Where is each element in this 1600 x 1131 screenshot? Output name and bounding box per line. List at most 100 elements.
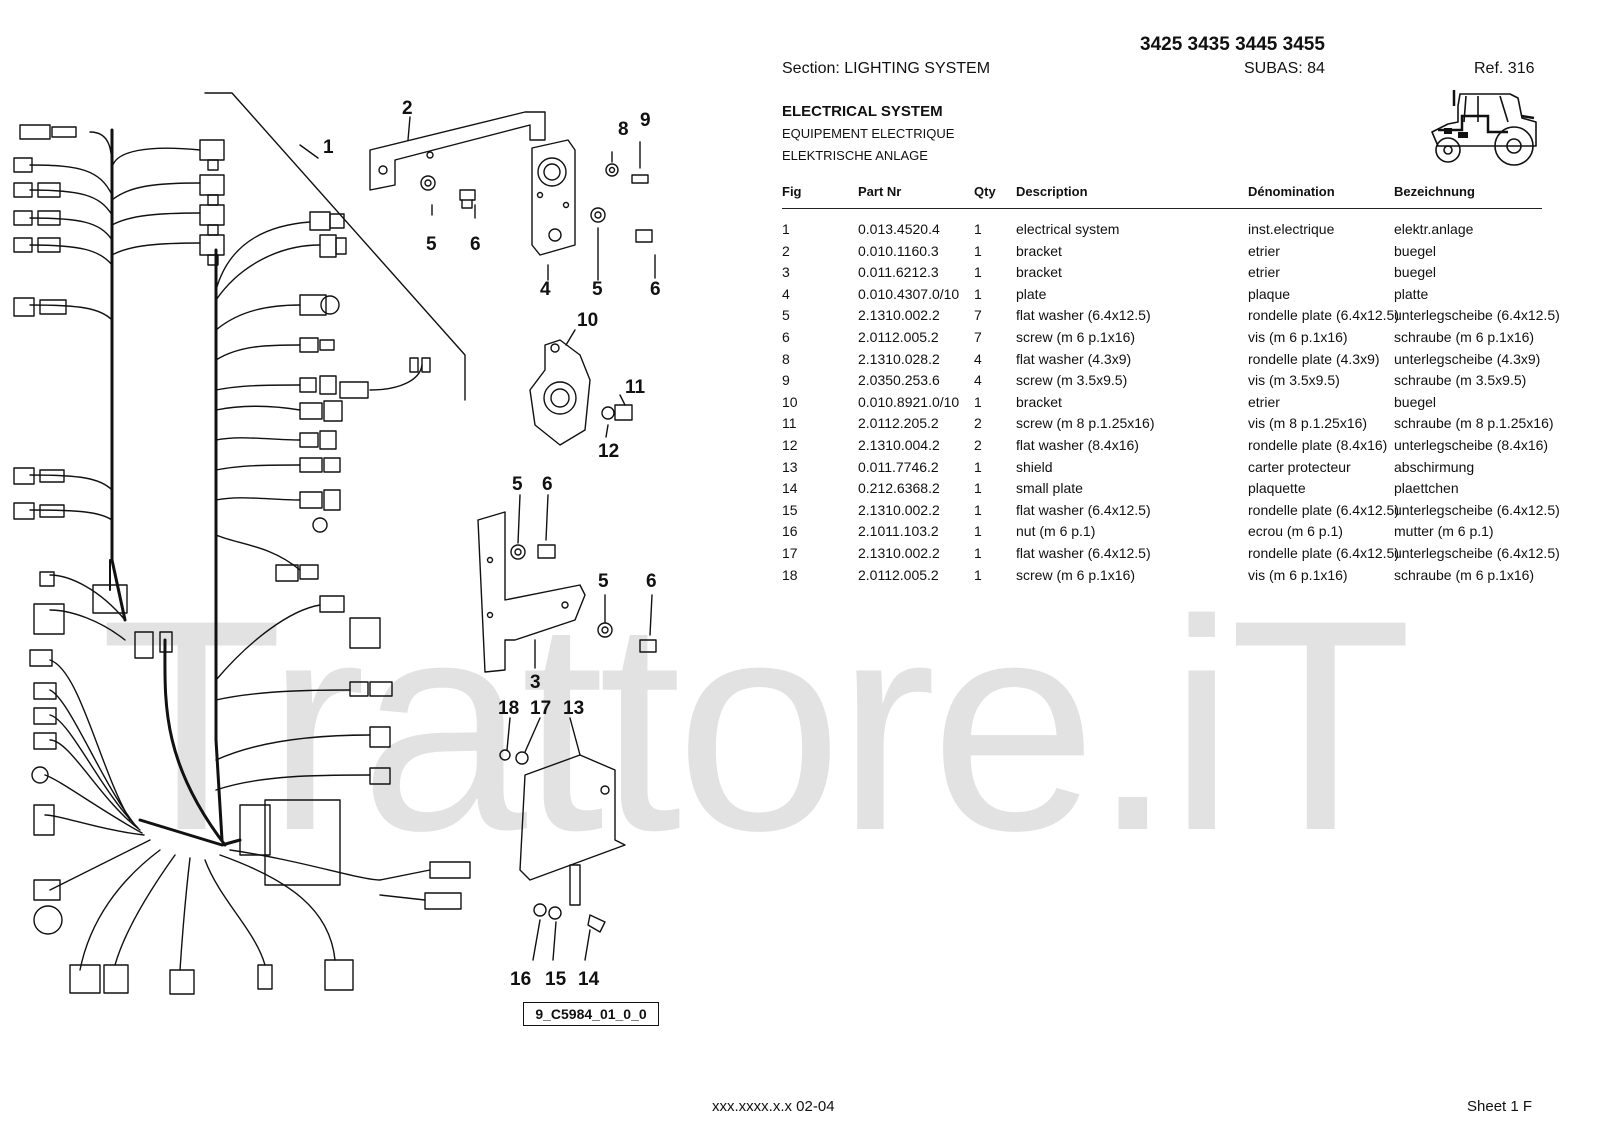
table-header: Fig Part Nr Qty Description Dénomination… [782,178,1542,209]
subas-label: SUBAS: 84 [1244,60,1325,77]
cell-bezeichnung: unterlegscheibe (6.4x12.5) [1394,544,1560,561]
callout-15: 15 [545,969,567,990]
callout-18: 18 [498,698,519,719]
cell-fig: 11 [782,415,797,432]
cell-denomination: rondelle plate (4.3x9) [1248,350,1380,367]
cell-denomination: etrier [1248,242,1280,259]
header-bezeichnung: Bezeichnung [1394,184,1475,199]
cell-qty: 4 [974,372,982,389]
cell-part-nr: 0.010.8921.0/10 [858,393,960,410]
cell-qty: 1 [974,393,982,410]
leader-line-1 [204,92,466,401]
cell-part-nr: 2.0112.005.2 [858,566,939,583]
cell-fig: 16 [782,523,798,540]
cell-part-nr: 2.1310.002.2 [858,307,940,324]
cell-fig: 5 [782,307,790,324]
harness-trunk-left [110,128,127,622]
callout-11: 11 [625,377,646,398]
cell-part-nr: 2.1310.002.2 [858,544,940,561]
cell-description: shield [1016,458,1053,475]
cell-qty: 2 [974,436,982,453]
cell-denomination: ecrou (m 6 p.1) [1248,523,1343,540]
cell-description: flat washer (8.4x16) [1016,436,1139,453]
cell-qty: 1 [974,458,982,475]
callout-9: 9 [640,110,651,131]
cell-qty: 1 [974,566,982,583]
cell-bezeichnung: schraube (m 6 p.1x16) [1394,566,1535,583]
cell-fig: 9 [782,372,790,389]
cell-qty: 1 [974,221,982,237]
cell-qty: 7 [974,307,982,324]
cell-description: screw (m 8 p.1.25x16) [1016,415,1155,432]
callout-5b: 5 [512,474,523,495]
cell-description: screw (m 3.5x9.5) [1016,372,1128,389]
exploded-parts-diagram: 1 2 3 4 5 6 8 9 10 11 12 13 14 15 16 17 … [13,92,661,995]
cell-bezeichnung: unterlegscheibe (8.4x16) [1394,436,1549,453]
model-numbers: 3425 3435 3445 3455 [1140,34,1325,55]
callout-4: 4 [540,279,551,300]
callout-5a: 5 [426,234,437,255]
cell-fig: 14 [782,480,798,497]
title-english: ELECTRICAL SYSTEM [782,103,943,120]
cell-qty: 4 [974,350,982,367]
cell-qty: 1 [974,242,982,259]
title-french: EQUIPEMENT ELECTRIQUE [782,126,955,141]
cell-part-nr: 2.0112.205.2 [858,415,939,432]
cell-description: flat washer (4.3x9) [1016,350,1132,367]
cell-description: flat washer (6.4x12.5) [1016,544,1151,561]
cell-part-nr: 0.010.4307.0/10 [858,285,960,302]
cell-description: flat washer (6.4x12.5) [1016,501,1151,518]
cell-part-nr: 2.0112.005.2 [858,328,939,345]
tractor-icon [1431,90,1537,166]
cell-bezeichnung: schraube (m 3.5x9.5) [1394,372,1527,389]
cell-description: screw (m 6 p.1x16) [1016,328,1136,345]
cell-part-nr: 2.0350.253.6 [858,372,940,389]
cell-qty: 1 [974,544,982,561]
cell-part-nr: 0.010.1160.3 [858,242,939,259]
cell-fig: 12 [782,436,798,453]
cell-denomination: rondelle plate (6.4x12.5) [1248,501,1399,518]
cell-description: bracket [1016,393,1062,410]
shield-13 [519,754,626,881]
footer-code: xxx.xxxx.x.x 02-04 [712,1098,835,1115]
plate-4 [531,139,576,256]
callout-5c: 5 [598,571,609,592]
callout-3: 3 [530,672,541,693]
cell-fig: 15 [782,501,798,518]
cell-description: nut (m 6 p.1) [1016,523,1096,540]
cell-fig: 3 [782,264,790,281]
callout-14: 14 [578,969,600,990]
bracket-2 [369,111,546,191]
bracket-10 [529,339,591,446]
fuse-relay-box [264,799,341,886]
cell-description: plate [1016,285,1047,302]
callout-6d: 6 [650,279,661,300]
callout-12: 12 [598,441,619,462]
cell-part-nr: 2.1310.004.2 [858,436,940,453]
cell-qty: 1 [974,285,982,302]
cell-part-nr: 2.1310.002.2 [858,501,940,518]
cell-bezeichnung: schraube (m 8 p.1.25x16) [1394,415,1554,432]
cell-fig: 13 [782,458,798,475]
cell-part-nr: 2.1310.028.2 [858,350,940,367]
callout-6c: 6 [646,571,657,592]
harness-trunk-lower [138,818,242,847]
cell-bezeichnung: mutter (m 6 p.1) [1394,523,1494,540]
cell-denomination: plaquette [1248,480,1306,497]
cell-qty: 1 [974,480,982,497]
cell-bezeichnung: buegel [1394,242,1437,259]
header-fig: Fig [782,184,802,199]
parts-table: Fig Part Nr Qty Description Dénomination… [782,178,1560,587]
cell-fig: 4 [782,285,790,302]
callout-8: 8 [618,119,629,140]
